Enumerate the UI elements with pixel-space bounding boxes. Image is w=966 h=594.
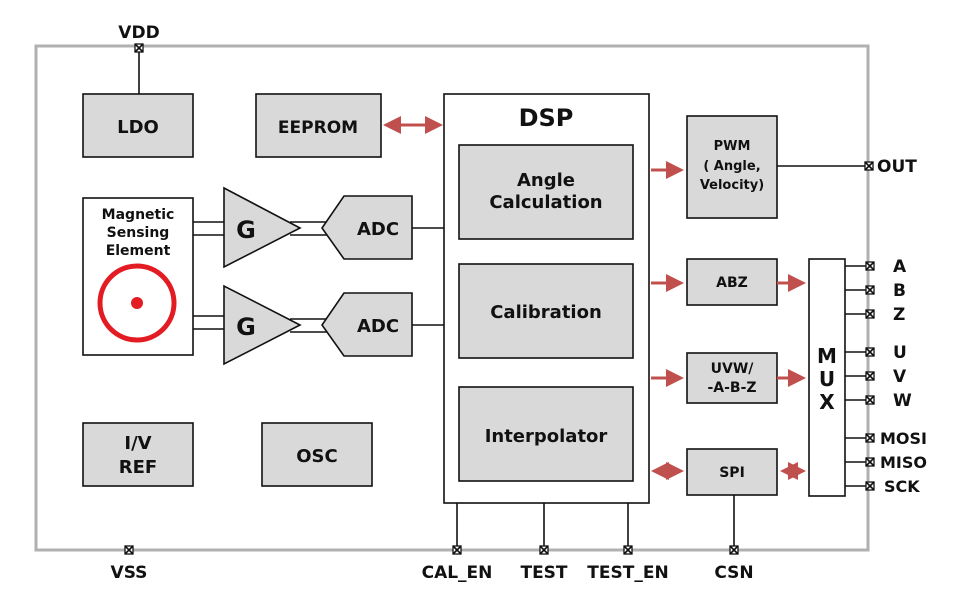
w-pin-icon: [865, 395, 875, 405]
interpolator-block: [458, 386, 634, 482]
adc2-label: ADC: [357, 316, 399, 337]
w-label: W: [893, 391, 912, 411]
v-pin-icon: [865, 371, 875, 381]
test-en-label: TEST_EN: [587, 563, 668, 583]
mux-output-wires: [845, 265, 866, 487]
osc-label: OSC: [296, 446, 337, 467]
calibration-label: Calibration: [490, 302, 602, 323]
b-pin-icon: [865, 285, 875, 295]
test-en-pin-icon: [623, 545, 633, 555]
sensor-block: [82, 197, 194, 356]
gain-amplifier-2: [223, 284, 302, 366]
chip-boundary: [34, 44, 870, 552]
test-pin-icon: [539, 545, 549, 555]
b-label: B: [893, 281, 906, 301]
uvw-label-2: -A-B-Z: [707, 380, 756, 396]
csn-pin-icon: [729, 545, 739, 555]
ldo-block: [82, 93, 194, 158]
cal-en-pin-icon: [452, 545, 462, 555]
mux-label-u: U: [819, 367, 835, 391]
spi-block: [686, 448, 778, 496]
a-label: A: [893, 257, 907, 277]
gain-amplifier-1: [223, 186, 302, 269]
vss-pin-icon: [124, 545, 134, 555]
miso-label: MISO: [880, 453, 927, 472]
interpolator-label: Interpolator: [485, 426, 608, 447]
angle-calculation-block: [458, 144, 634, 240]
u-label: U: [893, 343, 907, 363]
adc-block-1: [321, 195, 413, 260]
sck-pin-icon: [865, 481, 875, 491]
dsp-label: DSP: [519, 104, 574, 132]
sensor-label-1: Magnetic: [102, 207, 175, 223]
mosi-label: MOSI: [880, 429, 927, 448]
mux-label-m: M: [817, 344, 837, 368]
vdd-label: VDD: [118, 23, 159, 43]
gain-amp2-label: G: [236, 313, 256, 341]
spi-label: SPI: [719, 465, 745, 481]
mux-label-x: X: [819, 390, 835, 414]
uvw-label-1: UVW/: [711, 361, 755, 377]
z-label: Z: [893, 305, 905, 325]
calibration-block: [458, 263, 634, 359]
pwm-label-1: PWM: [714, 139, 751, 154]
sensor-label-3: Element: [106, 243, 171, 259]
angle-calc-label-1: Angle: [517, 170, 575, 191]
vdd-pin-icon: [134, 43, 144, 53]
pwm-block: [686, 115, 778, 219]
osc-block: [261, 422, 373, 487]
adc1-label: ADC: [357, 219, 399, 240]
pwm-label-3: Velocity): [700, 178, 764, 193]
uvw-block: [686, 352, 778, 404]
eeprom-block: [255, 93, 382, 158]
v-label: V: [893, 367, 907, 387]
csn-label: CSN: [714, 563, 753, 583]
gain-amp1-label: G: [236, 216, 256, 244]
mosi-pin-icon: [865, 433, 875, 443]
u-pin-icon: [865, 347, 875, 357]
magnetic-field-icon: [97, 263, 177, 343]
out-pin-icon: [864, 161, 874, 171]
adc-block-2: [321, 292, 413, 357]
eeprom-label: EEPROM: [278, 118, 358, 138]
cal-en-label: CAL_EN: [422, 563, 493, 583]
test-label: TEST: [520, 563, 567, 583]
mux-block: [808, 258, 846, 497]
sensor-label-2: Sensing: [107, 225, 170, 241]
miso-pin-icon: [865, 457, 875, 467]
pwm-label-2: ( Angle,: [703, 159, 760, 174]
sck-label: SCK: [884, 477, 920, 496]
abz-label: ABZ: [716, 275, 748, 291]
iv-ref-label-1: I/V: [124, 433, 151, 454]
z-pin-icon: [865, 309, 875, 319]
iv-ref-block: [82, 422, 194, 487]
vss-label: VSS: [111, 563, 148, 583]
out-label: OUT: [877, 157, 917, 177]
a-pin-icon: [865, 261, 875, 271]
abz-block: [686, 258, 778, 306]
ldo-label: LDO: [117, 117, 159, 138]
iv-ref-label-2: REF: [119, 457, 157, 478]
angle-calc-label-2: Calculation: [489, 192, 602, 213]
